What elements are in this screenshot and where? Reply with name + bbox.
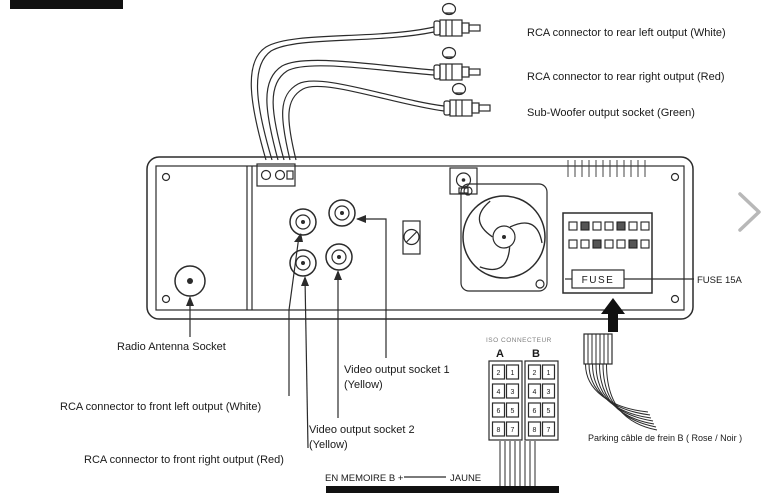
label-fuse-15a: FUSE 15A (697, 275, 743, 286)
pin-number: 8 (497, 427, 501, 434)
adjust-screw-component (402, 220, 421, 255)
fuse-holder-label: FUSE (582, 275, 615, 286)
radio-antenna-socket (174, 265, 206, 297)
up-arrow-shaft (608, 314, 618, 332)
label-video2-color: (Yellow) (309, 439, 348, 451)
screw-icon (670, 294, 680, 304)
arrowhead (186, 296, 194, 306)
rca-plug-rear-right (433, 46, 481, 81)
label-parking-cable: Parking câble de frein B ( Rose / Noir ) (588, 433, 742, 443)
label-rear-left: RCA connector to rear left output (White… (527, 27, 726, 39)
video-output-socket-1 (328, 199, 356, 227)
bottom-black-bar (326, 486, 559, 493)
pin-number: 8 (533, 427, 537, 434)
arrowhead (334, 270, 342, 280)
plug-ribs (587, 334, 609, 364)
label-antenna: Radio Antenna Socket (117, 341, 226, 353)
arrowhead (301, 276, 309, 286)
arrowhead (294, 233, 303, 242)
fan-blades (478, 200, 543, 271)
rca-front-right-socket (289, 249, 317, 277)
pin-number: 6 (533, 408, 537, 415)
unit-outer-case (146, 156, 694, 320)
label-rear-right: RCA connector to rear right output (Red) (527, 71, 724, 83)
top-connector (449, 167, 478, 195)
pin-number: 5 (511, 408, 515, 415)
pin-number: 3 (511, 389, 515, 396)
screw-icon (670, 172, 680, 182)
screw-icon (161, 294, 171, 304)
pin-number: 7 (547, 427, 551, 434)
label-front-left: RCA connector to front left output (Whit… (60, 401, 261, 413)
screw-icon (463, 186, 473, 196)
pin-number: 1 (547, 370, 551, 377)
pin-number: 7 (511, 427, 515, 434)
rca-front-left-socket (289, 208, 317, 236)
label-video2: Video output socket 2 (309, 424, 415, 436)
pin-number: 5 (547, 408, 551, 415)
callouts: Radio Antenna Socket RCA connector to fr… (60, 215, 743, 466)
iso-pin-fuse-block: FUSE (562, 160, 653, 294)
output-cable-block (256, 163, 296, 187)
next-arrow-icon[interactable] (738, 192, 761, 232)
ribbed-slot (567, 160, 646, 177)
cooling-fan (460, 183, 548, 292)
iso-grid-b: 2 1 4 3 6 5 8 7 (524, 360, 559, 441)
output-cables (250, 26, 445, 161)
iso-grid-a: 2 1 4 3 6 5 8 7 (488, 360, 523, 441)
iso-connector-detail: ISO CONNECTEUR A B 2 1 4 3 6 5 8 7 2 1 4… (486, 337, 559, 486)
screw-icon (161, 172, 171, 182)
label-jaune: JAUNE (450, 473, 481, 484)
parking-wires (585, 363, 658, 431)
label-video1: Video output socket 1 (344, 364, 450, 376)
pin-number: 4 (497, 389, 501, 396)
pin-number: 1 (511, 370, 515, 377)
iso-connector-title: ISO CONNECTEUR (486, 337, 552, 344)
pin-number: 6 (497, 408, 501, 415)
rca-plug-rear-left (433, 2, 481, 37)
label-subwoofer: Sub-Woofer output socket (Green) (527, 107, 695, 119)
screw-icon (535, 279, 545, 289)
label-video1-color: (Yellow) (344, 379, 383, 391)
iso-pins-row (568, 221, 650, 231)
rca-plug-subwoofer (443, 82, 491, 117)
head-unit-rear-panel: FUSE (146, 156, 694, 320)
unit-inner-panel (155, 165, 685, 311)
pin-number: 3 (547, 389, 551, 396)
pin-number: 2 (497, 370, 501, 377)
label-memoire: EN MEMOIRE B + (325, 473, 404, 484)
iso-b-label: B (532, 348, 540, 360)
up-arrow-icon (601, 298, 625, 314)
video-output-socket-2 (325, 243, 353, 271)
ribbon-cable-down (499, 441, 536, 486)
pin-number: 4 (533, 389, 537, 396)
iso-plug-assembly (583, 298, 658, 431)
pin-number: 2 (533, 370, 537, 377)
top-left-black-bar (10, 0, 123, 9)
label-front-right: RCA connector to front right output (Red… (84, 454, 284, 466)
iso-a-label: A (496, 348, 504, 360)
iso-pins-row (568, 239, 650, 249)
arrowhead (356, 215, 366, 223)
